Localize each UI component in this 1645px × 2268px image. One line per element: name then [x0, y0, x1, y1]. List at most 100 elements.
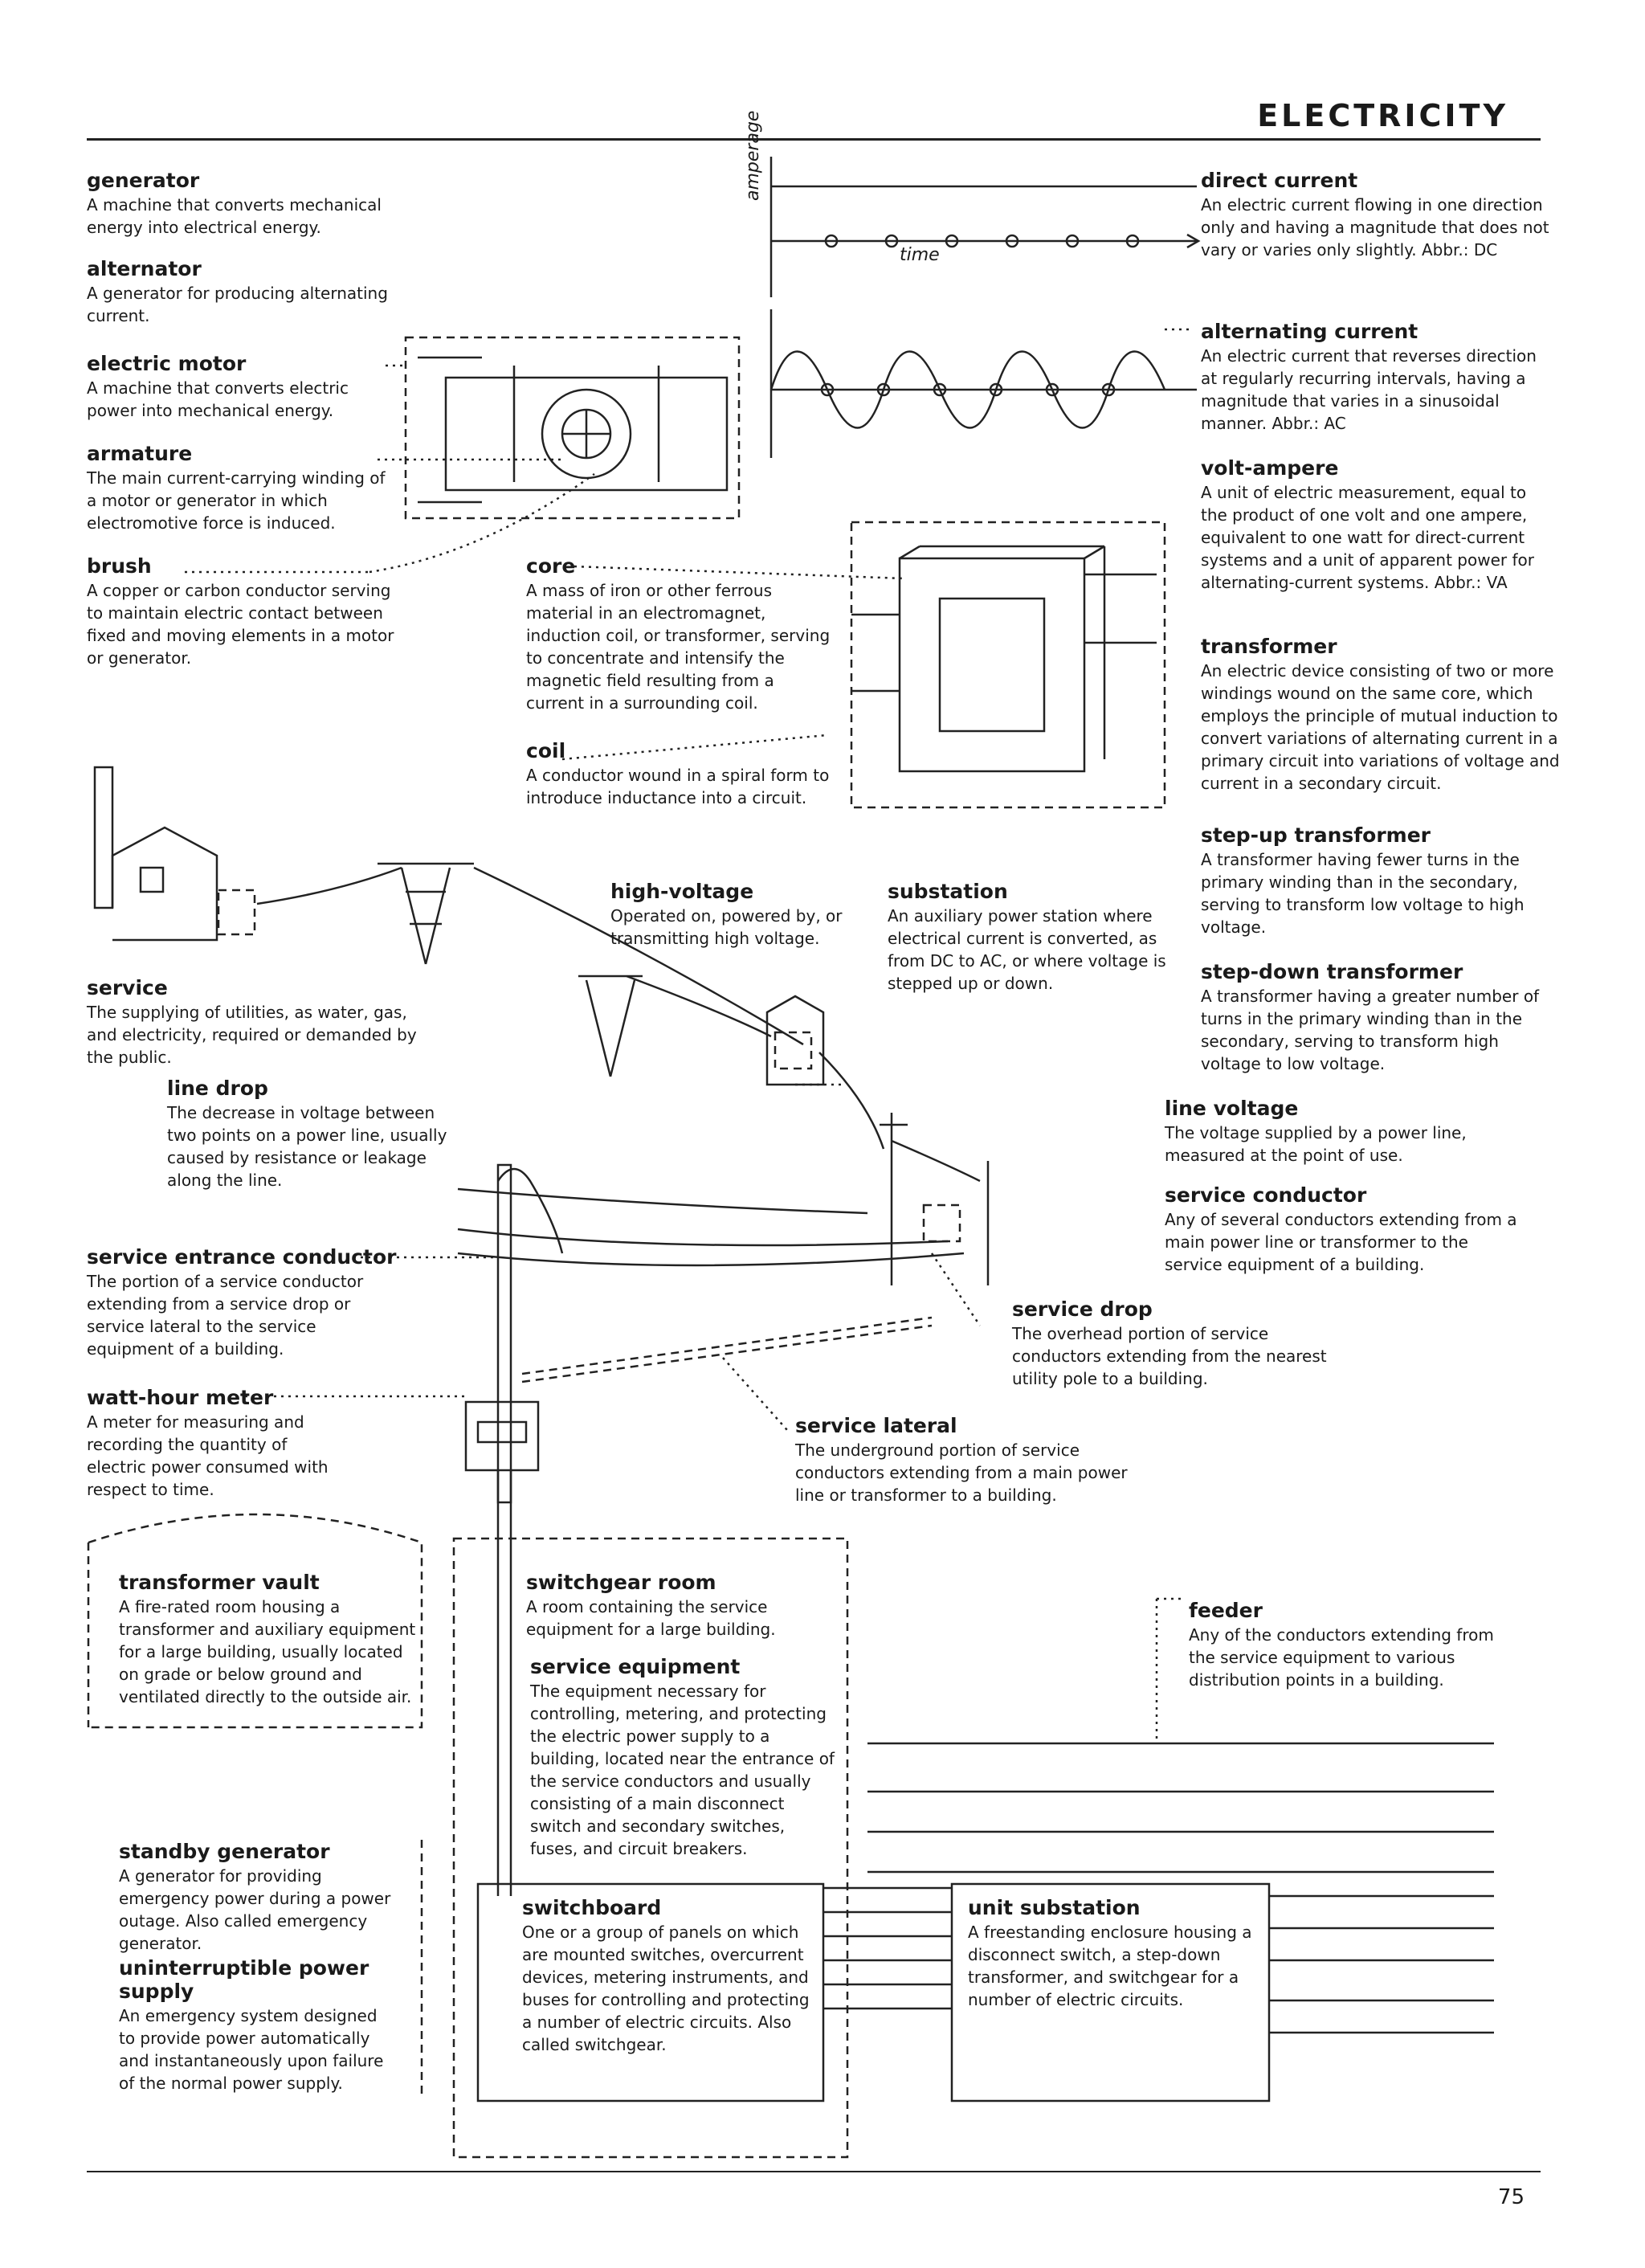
- term-watt-hour-meter: watt-hour meter A meter for measuring an…: [87, 1386, 344, 1501]
- term-title: switchgear room: [526, 1571, 716, 1594]
- term-title: service drop: [1012, 1297, 1153, 1321]
- term-title: armature: [87, 442, 193, 465]
- term-unit-substation: unit substation A freestanding enclosure…: [968, 1896, 1257, 2011]
- term-uninterruptible-power-supply: uninterruptible power supply An emergenc…: [119, 1956, 392, 2094]
- term-title: generator: [87, 169, 200, 192]
- term-title: step-up transformer: [1201, 823, 1431, 847]
- footer-rule: [87, 2171, 1541, 2172]
- power-distribution-drawing: [93, 766, 990, 1896]
- term-definition: The voltage supplied by a power line, me…: [1165, 1123, 1467, 1165]
- term-title: standby generator: [119, 1840, 330, 1863]
- term-definition: An electric current that reverses direct…: [1201, 346, 1537, 433]
- term-title: alternating current: [1201, 320, 1418, 343]
- term-alternating-current: alternating current An electric current …: [1201, 320, 1554, 435]
- term-definition: One or a group of panels on which are mo…: [522, 1923, 810, 2054]
- term-title: uninterruptible power supply: [119, 1956, 369, 2003]
- term-core: core A mass of iron or other ferrous mat…: [526, 554, 831, 714]
- term-definition: A freestanding enclosure housing a disco…: [968, 1923, 1252, 2009]
- term-title: service: [87, 976, 168, 999]
- ac-graph: [769, 309, 1197, 458]
- term-armature: armature The main current-carrying windi…: [87, 442, 392, 534]
- term-title: coil: [526, 739, 566, 762]
- term-alternator: alternator A generator for producing alt…: [87, 257, 392, 327]
- transformer-drawing: [561, 521, 1166, 809]
- term-title: service entrance conductor: [87, 1245, 397, 1269]
- term-definition: A fire-rated room housing a transformer …: [119, 1597, 416, 1706]
- dc-graph: [769, 157, 1201, 297]
- term-definition: The decrease in voltage between two poin…: [167, 1103, 447, 1190]
- term-definition: An emergency system designed to provide …: [119, 2006, 384, 2093]
- term-title: service equipment: [530, 1655, 741, 1678]
- term-definition: A machine that converts electric power i…: [87, 378, 349, 420]
- term-service-entrance-conductor: service entrance conductor The portion o…: [87, 1245, 408, 1360]
- page-number: 75: [1497, 2185, 1525, 2209]
- term-transformer-vault: transformer vault A fire-rated room hous…: [119, 1571, 416, 1708]
- term-definition: A machine that converts mechanical energ…: [87, 195, 382, 237]
- term-service-drop: service drop The overhead portion of ser…: [1012, 1297, 1357, 1390]
- term-definition: The overhead portion of service conducto…: [1012, 1324, 1327, 1388]
- electric-motor-drawing: [185, 336, 741, 574]
- term-service: service The supplying of utilities, as w…: [87, 976, 432, 1069]
- term-service-conductor: service conductor Any of several conduct…: [1165, 1183, 1518, 1276]
- term-title: substation: [888, 880, 1008, 903]
- term-title: line drop: [167, 1077, 268, 1100]
- term-feeder: feeder Any of the conductors extending f…: [1189, 1599, 1494, 1691]
- term-definition: An auxiliary power station where electri…: [888, 906, 1166, 993]
- term-title: electric motor: [87, 352, 247, 375]
- term-definition: Operated on, powered by, or transmitting…: [610, 906, 843, 948]
- term-switchboard: switchboard One or a group of panels on …: [522, 1896, 819, 2056]
- term-transformer: transformer An electric device consistin…: [1201, 635, 1562, 795]
- term-definition: The equipment necessary for controlling,…: [530, 1682, 835, 1858]
- term-high-voltage: high-voltage Operated on, powered by, or…: [610, 880, 851, 950]
- term-generator: generator A machine that converts mechan…: [87, 169, 408, 239]
- term-title: brush: [87, 554, 152, 578]
- term-definition: A mass of iron or other ferrous material…: [526, 581, 831, 713]
- amperage-axis-label: amperage: [743, 110, 763, 201]
- term-title: alternator: [87, 257, 202, 280]
- term-coil: coil A conductor wound in a spiral form …: [526, 739, 831, 809]
- building-rooms: [87, 1513, 1494, 2159]
- term-definition: A meter for measuring and recording the …: [87, 1412, 329, 1499]
- term-title: direct current: [1201, 169, 1358, 192]
- term-title: transformer vault: [119, 1571, 320, 1594]
- term-definition: A copper or carbon conductor serving to …: [87, 581, 394, 668]
- term-brush: brush A copper or carbon conductor servi…: [87, 554, 408, 669]
- term-volt-ampere: volt-ampere A unit of electric measureme…: [1201, 456, 1554, 594]
- term-title: unit substation: [968, 1896, 1141, 1919]
- term-step-up-transformer: step-up transformer A transformer having…: [1201, 823, 1554, 938]
- term-definition: The underground portion of service condu…: [795, 1440, 1128, 1505]
- term-title: feeder: [1189, 1599, 1263, 1622]
- term-step-down-transformer: step-down transformer A transformer havi…: [1201, 960, 1562, 1075]
- term-title: service lateral: [795, 1414, 957, 1437]
- term-substation: substation An auxiliary power station wh…: [888, 880, 1169, 995]
- term-switchgear-room: switchgear room A room containing the se…: [526, 1571, 839, 1641]
- term-line-drop: line drop The decrease in voltage betwee…: [167, 1077, 464, 1191]
- term-definition: The supplying of utilities, as water, ga…: [87, 1003, 417, 1067]
- term-title: switchboard: [522, 1896, 662, 1919]
- term-definition: A generator for providing emergency powe…: [119, 1866, 391, 1953]
- term-definition: A transformer having a greater number of…: [1201, 987, 1540, 1073]
- term-definition: A room containing the service equipment …: [526, 1597, 776, 1639]
- term-definition: Any of several conductors extending from…: [1165, 1210, 1517, 1274]
- term-definition: The portion of a service conductor exten…: [87, 1272, 364, 1359]
- term-title: transformer: [1201, 635, 1337, 658]
- term-standby-generator: standby generator A generator for provid…: [119, 1840, 392, 1955]
- time-axis-label: time: [900, 245, 940, 265]
- term-service-equipment: service equipment The equipment necessar…: [530, 1655, 835, 1860]
- term-service-lateral: service lateral The underground portion …: [795, 1414, 1133, 1506]
- term-title: service conductor: [1165, 1183, 1367, 1207]
- term-definition: An electric device consisting of two or …: [1201, 661, 1560, 793]
- term-definition: A unit of electric measurement, equal to…: [1201, 483, 1534, 592]
- term-title: line voltage: [1165, 1097, 1299, 1120]
- term-line-voltage: line voltage The voltage supplied by a p…: [1165, 1097, 1510, 1167]
- page-title: ELECTRICITY: [1257, 98, 1508, 133]
- term-title: watt-hour meter: [87, 1386, 274, 1409]
- term-title: volt-ampere: [1201, 456, 1339, 480]
- term-definition: A generator for producing alternating cu…: [87, 284, 388, 325]
- term-title: high-voltage: [610, 880, 754, 903]
- term-definition: The main current-carrying winding of a m…: [87, 468, 386, 533]
- term-definition: Any of the conductors extending from the…: [1189, 1625, 1494, 1690]
- header-rule: [87, 138, 1541, 141]
- term-title: step-down transformer: [1201, 960, 1463, 983]
